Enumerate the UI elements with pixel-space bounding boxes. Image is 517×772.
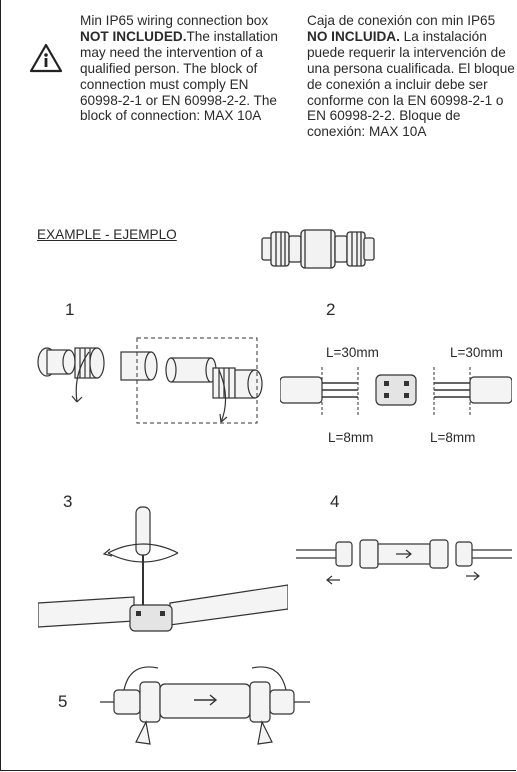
wire-length-left: L=8mm	[328, 430, 374, 445]
step-number-2: 2	[326, 300, 336, 319]
step-3-screwdriver-terminal	[38, 506, 288, 632]
step-number-1: 1	[65, 300, 75, 319]
example-heading: EXAMPLE - EJEMPLO	[37, 227, 177, 242]
step-4-assembling-connector	[296, 539, 512, 585]
warning-text-en: Min IP65 wiring connection box NOT INCLU…	[80, 13, 278, 124]
step-5-tightening-connector	[100, 666, 310, 745]
warning-triangle-icon	[29, 43, 63, 73]
step-number-4: 4	[330, 492, 340, 511]
warning-text-es: Caja de conexión con min IP65 NO INCLUID…	[307, 13, 515, 140]
step-2-stripped-cables	[280, 367, 512, 415]
step-number-3: 3	[63, 492, 73, 511]
wire-length-right: L=8mm	[430, 430, 476, 445]
step-1-exploded-connector	[37, 337, 263, 424]
step-number-5: 5	[58, 692, 68, 711]
strip-length-left: L=30mm	[326, 345, 379, 360]
strip-length-right: L=30mm	[450, 345, 503, 360]
connector-product-image	[261, 229, 375, 269]
